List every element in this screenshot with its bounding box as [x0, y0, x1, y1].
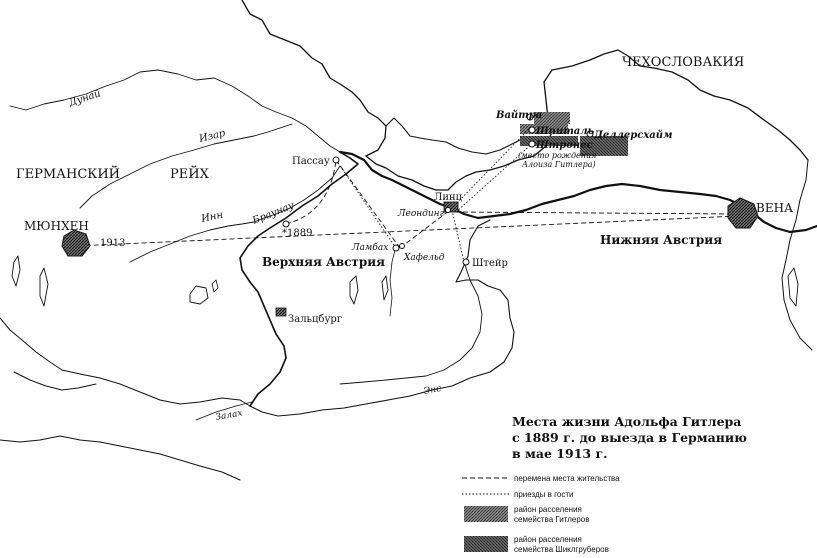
visit-linz-steyr: [451, 209, 465, 263]
border-czech-inner: [385, 117, 525, 155]
legend-schicklgruber-label-1: район расселения: [514, 535, 582, 544]
legend-schicklgruber-swatch: [464, 536, 508, 552]
spital-marker: [528, 126, 536, 134]
route-vienna-munich: [75, 215, 739, 247]
lake-small: [211, 279, 219, 293]
routes: [75, 127, 739, 263]
linz-marker: [443, 201, 459, 213]
river-danube-upper: [9, 69, 341, 153]
river-traun: [389, 245, 397, 317]
lake-ammersee: [11, 255, 21, 287]
label-weitra: Вайтра: [495, 110, 542, 121]
label-passau: Пассау: [292, 156, 330, 167]
label-year-1889: *1889: [282, 228, 312, 239]
border-austria-south: [249, 219, 515, 417]
legend-hitler-label-1: район расселения: [514, 505, 582, 514]
hitler-area-weitra: [534, 112, 570, 124]
munich-marker: [61, 229, 91, 257]
legend-visits-label: приезды в гости: [514, 490, 573, 499]
label-hafeld: Хафельд: [403, 253, 445, 263]
label-spital: Шпиталь: [535, 126, 595, 137]
border-germany-austria: [239, 151, 359, 407]
label-birthplace-note-1: (место рождения: [518, 151, 596, 160]
label-vienna: ВЕНА: [756, 201, 793, 215]
legend-hitler-label-2: семейства Гитлеров: [514, 515, 589, 524]
label-steyr: Штейр: [472, 258, 508, 269]
label-danube: Дунай: [67, 88, 103, 109]
river-salzach: [195, 401, 253, 421]
route-braunau-passau: [285, 159, 337, 225]
label-lambach: Ламбах: [351, 242, 388, 253]
vienna-marker: [727, 197, 759, 229]
route-passau-lambach: [335, 159, 401, 249]
strones-marker: [528, 140, 536, 148]
route-lambach-leonding: [399, 209, 451, 249]
border-west-2: [13, 371, 97, 391]
map-title: Места жизни Адольфа Гитлера с 1889 г. до…: [512, 414, 747, 461]
legend-schicklgruber-label-2: семейства Шиклгруберов: [514, 545, 609, 554]
label-german-reich-2: РЕЙХ: [170, 165, 210, 182]
dollersheim-marker: [586, 130, 594, 138]
label-strones: Штронес: [535, 140, 593, 151]
label-german-reich-1: ГЕРМАНСКИЙ: [16, 165, 120, 182]
lake-traunsee: [381, 275, 389, 301]
lake-starnberg: [39, 267, 49, 307]
river-isar: [79, 123, 293, 209]
legend-relocation-label: перемена места жительства: [514, 474, 620, 483]
label-upper-austria: Верхняя Австрия: [262, 255, 385, 269]
border-east: [781, 159, 813, 351]
salzburg-marker: [275, 307, 287, 317]
hitler-area-spital: [520, 124, 568, 134]
city-markers: [61, 113, 759, 317]
river-enns: [339, 261, 483, 385]
braunau-marker: [282, 220, 290, 228]
hafeld-marker: [399, 243, 405, 249]
label-lower-austria: Нижняя Австрия: [600, 233, 722, 247]
legend: перемена места жительства приезды в гост…: [462, 474, 620, 554]
label-salzach: Залах: [215, 408, 243, 423]
label-birthplace-note-2: Алоиза Гитлера): [521, 160, 596, 169]
borders: [0, 0, 813, 481]
lake-attersee: [349, 275, 359, 305]
weitra-marker: [526, 113, 534, 121]
family-areas: [520, 112, 628, 156]
legend-hitler-swatch: [464, 506, 508, 522]
title-line-1: Места жизни Адольфа Гитлера: [512, 414, 741, 429]
label-leonding: Леондинг: [397, 209, 445, 219]
label-dollersheim: Деллерсхайм: [593, 130, 673, 141]
steyr-marker: [462, 258, 470, 266]
label-year-1913: 1913: [100, 238, 125, 249]
lambach-marker: [392, 244, 400, 252]
route-leonding-vienna: [454, 211, 739, 215]
schicklgruber-area-1: [580, 136, 628, 156]
schicklgruber-area-2: [520, 136, 578, 146]
border-germany-czech: [241, 0, 387, 157]
passau-marker: [332, 156, 340, 164]
label-munich: МЮНХЕН: [24, 219, 89, 233]
labels: ЧЕХОСЛОВАКИЯ ГЕРМАНСКИЙ РЕЙХ Верхняя Авс…: [16, 55, 793, 423]
border-west-1: [0, 317, 251, 407]
title-line-3: в мае 1913 г.: [512, 446, 607, 461]
label-enns: Энс: [423, 384, 442, 397]
label-salzburg: Зальцбург: [288, 314, 342, 325]
visit-passau-hafeld: [335, 159, 397, 249]
leonding-marker: [445, 207, 451, 213]
border-sw: [0, 435, 241, 481]
lake-chiemsee: [189, 285, 209, 305]
title-line-2: с 1889 г. до выезда в Германию: [512, 430, 747, 445]
lake-neusiedl: [787, 267, 799, 307]
label-linz: Линц: [434, 192, 463, 203]
label-czechoslovakia: ЧЕХОСЛОВАКИЯ: [622, 55, 744, 70]
visit-leonding-spital: [451, 127, 531, 209]
border-czech-austria: [365, 49, 809, 191]
label-inn: Инн: [199, 210, 224, 226]
